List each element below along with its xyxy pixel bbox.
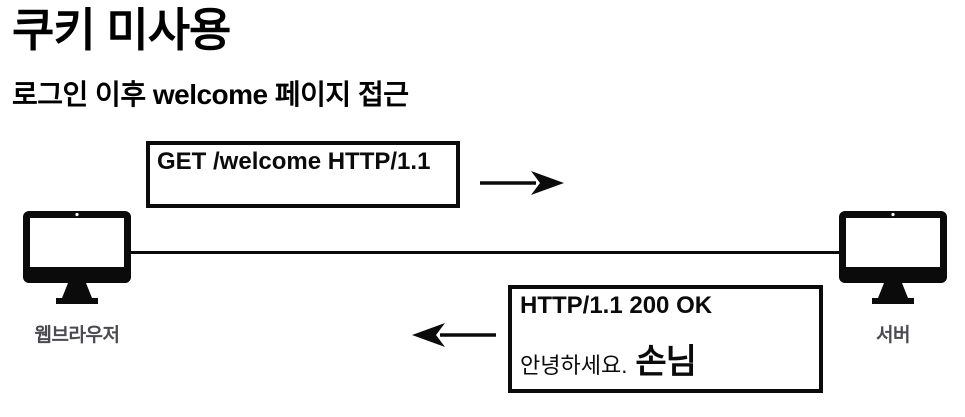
connection-line [131,251,843,254]
page-subtitle: 로그인 이후 welcome 페이지 접근 [12,79,409,110]
response-body-prefix: 안녕하세요. [520,353,628,378]
client-label: 웹브라우저 [34,325,120,346]
server-label: 서버 [876,325,910,346]
request-message-text: GET /welcome HTTP/1.1 [157,148,431,175]
response-status-text: HTTP/1.1 200 OK [520,292,713,319]
response-body-text: 안녕하세요. 손님 [520,334,811,383]
response-body-emphasis: 손님 [635,343,697,381]
page-title: 쿠키 미사용 [12,4,231,56]
arrow-right-icon [480,171,564,195]
response-message-box: HTTP/1.1 200 OK 안녕하세요. 손님 [508,285,823,393]
server-desktop-monitor-icon [839,211,947,304]
arrow-left-icon [412,323,496,347]
client-desktop-monitor-icon [23,211,131,304]
request-message-box: GET /welcome HTTP/1.1 [146,141,460,208]
